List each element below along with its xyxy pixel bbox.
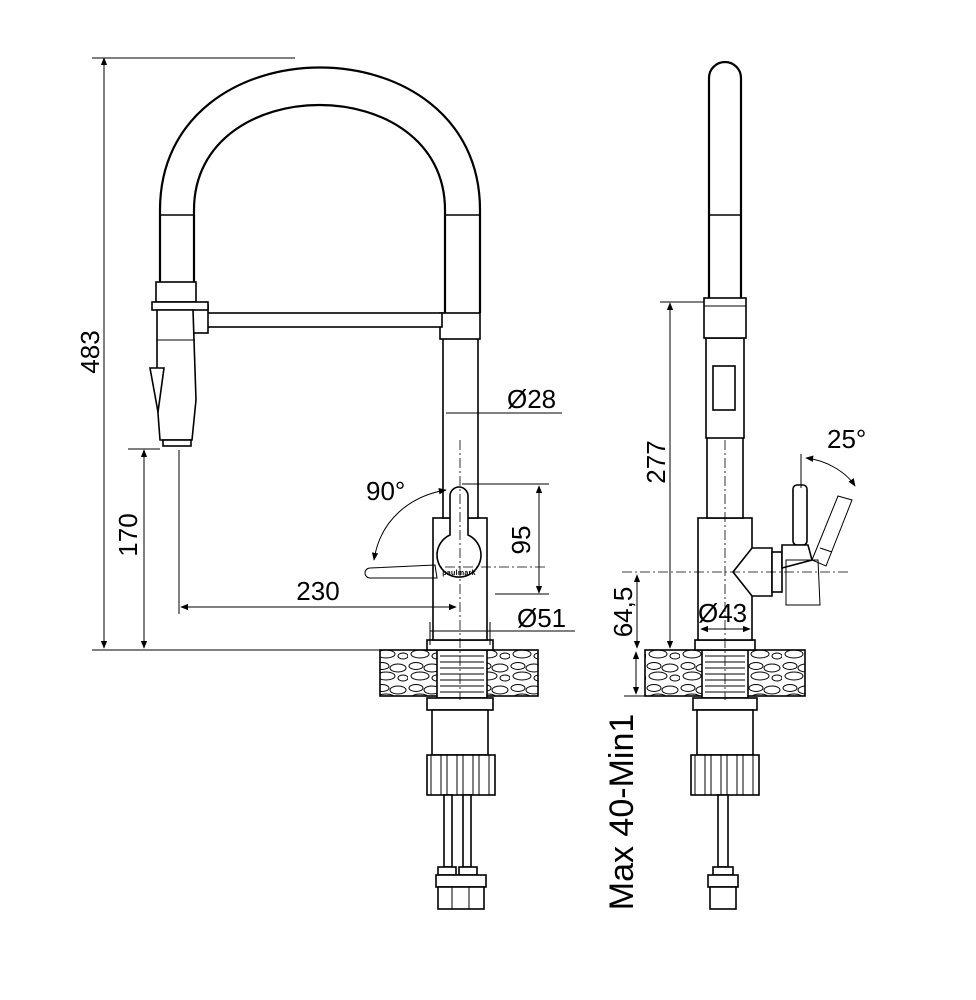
front-view: paulmark 483 170 230 Ø28 Ø51 95 90°: [75, 57, 575, 910]
holder-arm-front: [205, 312, 443, 328]
flex-hose-side: [707, 60, 743, 298]
fixing-nut-front: [426, 754, 496, 796]
dim-reach: 230: [296, 576, 339, 606]
flex-hose-outer: [158, 66, 482, 313]
spray-head-front: [149, 281, 209, 447]
dim-base-diameter: Ø51: [517, 603, 566, 633]
brand-logo: paulmark: [442, 570, 476, 577]
flex-hose-inner: [192, 103, 447, 313]
lever-tilted-side: [785, 495, 853, 606]
spray-button-side: [712, 365, 736, 411]
dim-handle-rotation: 90°: [366, 476, 405, 506]
dim-total-height: 483: [75, 330, 105, 373]
collar-front: [439, 312, 481, 340]
dim-base-diameter-side: Ø43: [698, 598, 747, 628]
dim-spout-height: 170: [113, 513, 143, 556]
rotation-arc-front: [371, 488, 447, 561]
dim-lever-height-side: 64,5: [608, 587, 638, 638]
dim-countertop-thickness: Max 40-Min1: [603, 714, 641, 911]
mounting-block-side: [696, 709, 754, 756]
mounting-block-front: [431, 709, 489, 756]
collar-side: [703, 297, 747, 339]
supply-hoses-front: [435, 794, 487, 910]
threaded-shank-front: [436, 649, 488, 699]
side-view: 277 64,5 Ø43 25° Max 40-Min1: [603, 60, 866, 911]
dim-handle-height: 95: [506, 526, 536, 555]
tilt-arc-side: [805, 455, 856, 487]
dim-column-diameter: Ø28: [507, 384, 556, 414]
supply-hose-side: [707, 794, 739, 910]
dim-lever-tilt: 25°: [827, 424, 866, 454]
dim-spout-height-side: 277: [641, 440, 671, 483]
lever-upright-side: [792, 484, 808, 546]
fixing-nut-side: [690, 754, 760, 796]
